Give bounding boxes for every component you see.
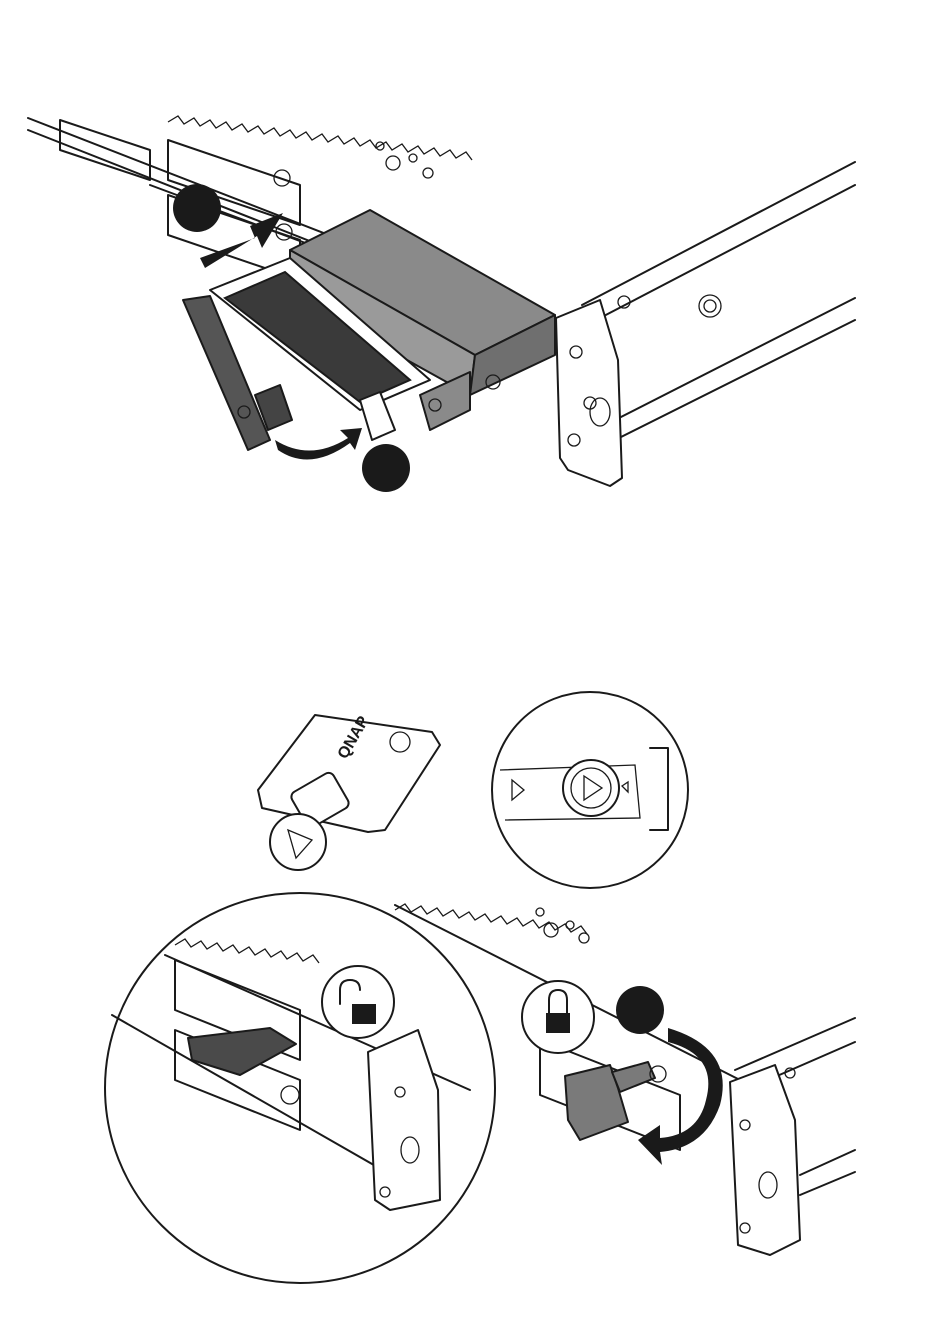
magnified-lock-view <box>105 893 495 1283</box>
step-badge-3 <box>616 986 664 1034</box>
lock-detail-callout <box>492 692 688 888</box>
tray-key: QNAP <box>258 713 440 870</box>
